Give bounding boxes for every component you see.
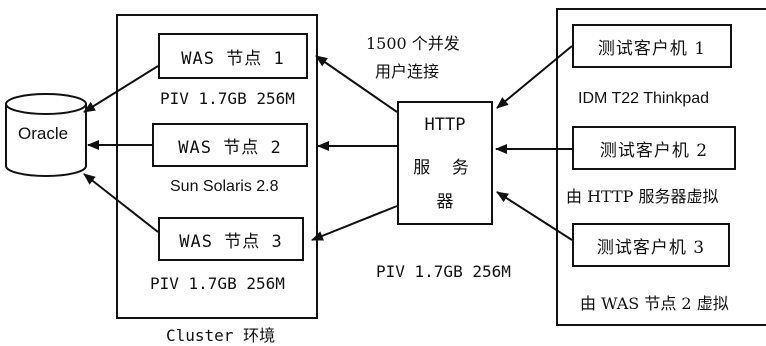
http-server-name-line1: 服 务 — [413, 158, 477, 178]
was-node-3: WAS 节点 3 — [158, 217, 304, 261]
clients-frame — [556, 8, 766, 326]
arrow-client1-http — [496, 45, 573, 109]
was-node-2-spec: Sun Solaris 2.8 — [170, 178, 279, 195]
arrow-client3-http — [496, 191, 573, 241]
http-server-spec: PIV 1.7GB 256M — [376, 262, 511, 281]
concurrency-note-line2: 用户连接 — [375, 62, 440, 81]
was-node-2: WAS 节点 2 — [152, 123, 308, 167]
http-server-name-line2: 器 — [436, 192, 454, 212]
cluster-label: Cluster 环境 — [166, 326, 276, 345]
oracle-cylinder — [5, 93, 87, 177]
cluster-frame — [116, 14, 318, 319]
oracle-label: Oracle — [18, 124, 69, 143]
client-2-note: 由 HTTP 服务器虚拟 — [566, 187, 719, 206]
arrow-was1-oracle — [83, 65, 159, 113]
arrow-http-was3 — [311, 205, 398, 241]
client-3-note: 由 WAS 节点 2 虚拟 — [580, 294, 729, 313]
concurrency-note-line1: 1500 个并发 — [366, 34, 460, 53]
arrow-http-was1 — [315, 55, 398, 113]
client-2: 测试客户机 2 — [572, 126, 736, 170]
was-node-1: WAS 节点 1 — [158, 33, 308, 79]
was-node-3-spec: PIV 1.7GB 256M — [150, 274, 285, 293]
arrow-was3-oracle — [83, 173, 159, 233]
http-server-title: HTTP — [424, 115, 466, 135]
http-server-box: HTTP 服 务 器 — [397, 101, 493, 225]
client-1-note: IDM T22 Thinkpad — [578, 90, 710, 107]
was-node-1-spec: PIV 1.7GB 256M — [160, 89, 295, 108]
client-3: 测试客户机 3 — [572, 223, 730, 267]
client-1: 测试客户机 1 — [572, 24, 732, 68]
